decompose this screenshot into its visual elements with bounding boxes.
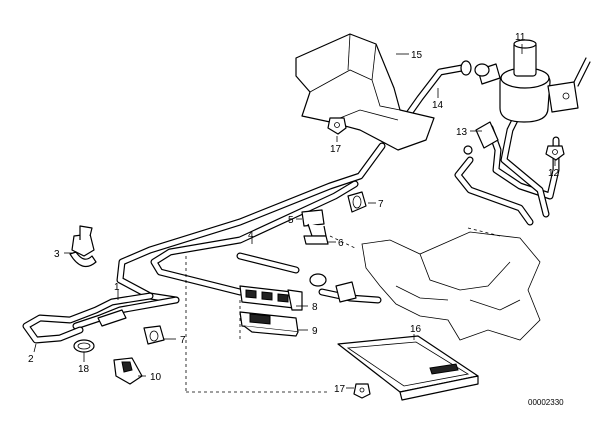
callout-7-top: 7 — [378, 199, 384, 210]
grommet-17-top — [327, 117, 347, 135]
valve-block-8 — [239, 285, 303, 311]
leader-lines — [33, 44, 556, 389]
clamp-18 — [73, 339, 95, 353]
callout-4: 4 — [248, 230, 254, 241]
dashed-leaders — [185, 116, 501, 393]
callout-17-top: 17 — [330, 144, 342, 155]
callout-6: 6 — [338, 238, 344, 249]
connector-10 — [113, 357, 143, 385]
clamps-14 — [309, 60, 490, 303]
callout-10: 10 — [150, 372, 162, 383]
callout-12: 12 — [548, 168, 560, 179]
callout-15: 15 — [411, 50, 423, 61]
drawing-number: 00002330 — [528, 398, 564, 407]
callout-3: 3 — [54, 249, 60, 260]
valve-block-9 — [239, 311, 299, 337]
clip-7-top — [347, 191, 367, 213]
canister-11 — [477, 39, 591, 123]
callout-18: 18 — [78, 364, 90, 375]
clip-7-bottom — [143, 325, 165, 345]
clip-6 — [303, 235, 329, 245]
hose-network — [22, 64, 560, 344]
tube-1 — [97, 309, 127, 327]
callout-1: 1 — [114, 282, 120, 293]
callout-11: 11 — [515, 32, 526, 43]
grommet-12 — [545, 145, 565, 161]
callout-2: 2 — [28, 354, 34, 365]
callouts: 15 11 14 13 12 17 7 5 6 4 3 1 2 8 9 7 10… — [28, 32, 560, 395]
callout-5: 5 — [288, 215, 294, 226]
callout-8: 8 — [312, 302, 318, 313]
tank-outline — [361, 231, 541, 341]
callout-14: 14 — [432, 100, 444, 111]
grommet-17-bottom — [353, 383, 371, 399]
hose-13 — [463, 121, 499, 155]
plate-16 — [337, 335, 479, 401]
callout-16: 16 — [410, 324, 422, 335]
callout-17-bottom: 17 — [334, 384, 346, 395]
clip-5 — [301, 209, 327, 237]
clip-3 — [69, 225, 97, 268]
callout-7-bottom: 7 — [180, 335, 186, 346]
callout-13: 13 — [456, 127, 468, 138]
callout-9: 9 — [312, 326, 318, 337]
